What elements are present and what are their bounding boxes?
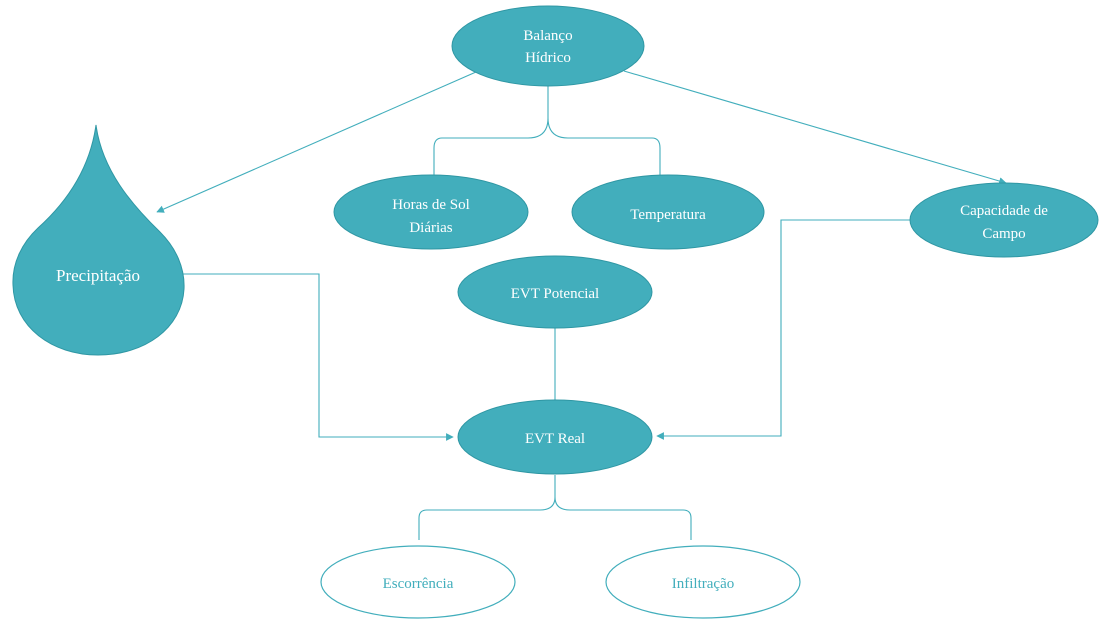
water-drop-icon <box>12 124 185 356</box>
node-escorrencia[interactable]: Escorrência <box>320 545 516 619</box>
arrow-balanco-to-capacidade <box>623 70 1007 185</box>
node-infiltracao[interactable]: Infiltração <box>605 545 801 619</box>
brace-balanco-factors <box>433 86 661 176</box>
node-temperatura-label: Temperatura <box>630 207 706 223</box>
node-horas-de-sol[interactable]: Horas de Sol Diárias <box>333 174 529 250</box>
node-horas-de-sol-line2: Diárias <box>409 220 452 236</box>
node-capacidade-de-campo[interactable]: Capacidade de Campo <box>909 182 1099 258</box>
node-horas-de-sol-line1: Horas de Sol <box>392 197 470 213</box>
node-precipitacao-label: Precipitação <box>56 266 140 285</box>
connectors <box>156 70 1007 540</box>
node-temperatura[interactable]: Temperatura <box>571 174 765 250</box>
node-balanco-hidrico-line1: Balanço <box>523 28 572 44</box>
node-evt-potencial[interactable]: EVT Potencial <box>457 255 653 329</box>
node-evt-potencial-label: EVT Potencial <box>511 286 599 302</box>
node-capacidade-line1: Capacidade de <box>960 203 1048 219</box>
arrow-precipitacao-to-evt-real <box>182 273 454 441</box>
node-balanco-hidrico-line2: Hídrico <box>525 50 571 66</box>
arrow-balanco-to-precipitacao <box>156 71 477 213</box>
node-balanco-hidrico[interactable]: Balanço Hídrico <box>451 5 645 87</box>
arrow-capacidade-to-evt-real <box>656 219 910 440</box>
node-precipitacao[interactable]: Precipitação <box>12 124 185 356</box>
brace-evt-real-outcomes <box>418 475 692 540</box>
node-infiltracao-label: Infiltração <box>672 576 734 592</box>
node-capacidade-line2: Campo <box>982 226 1025 242</box>
node-evt-real-label: EVT Real <box>525 431 585 447</box>
node-escorrencia-label: Escorrência <box>383 576 454 592</box>
node-evt-real[interactable]: EVT Real <box>457 399 653 475</box>
